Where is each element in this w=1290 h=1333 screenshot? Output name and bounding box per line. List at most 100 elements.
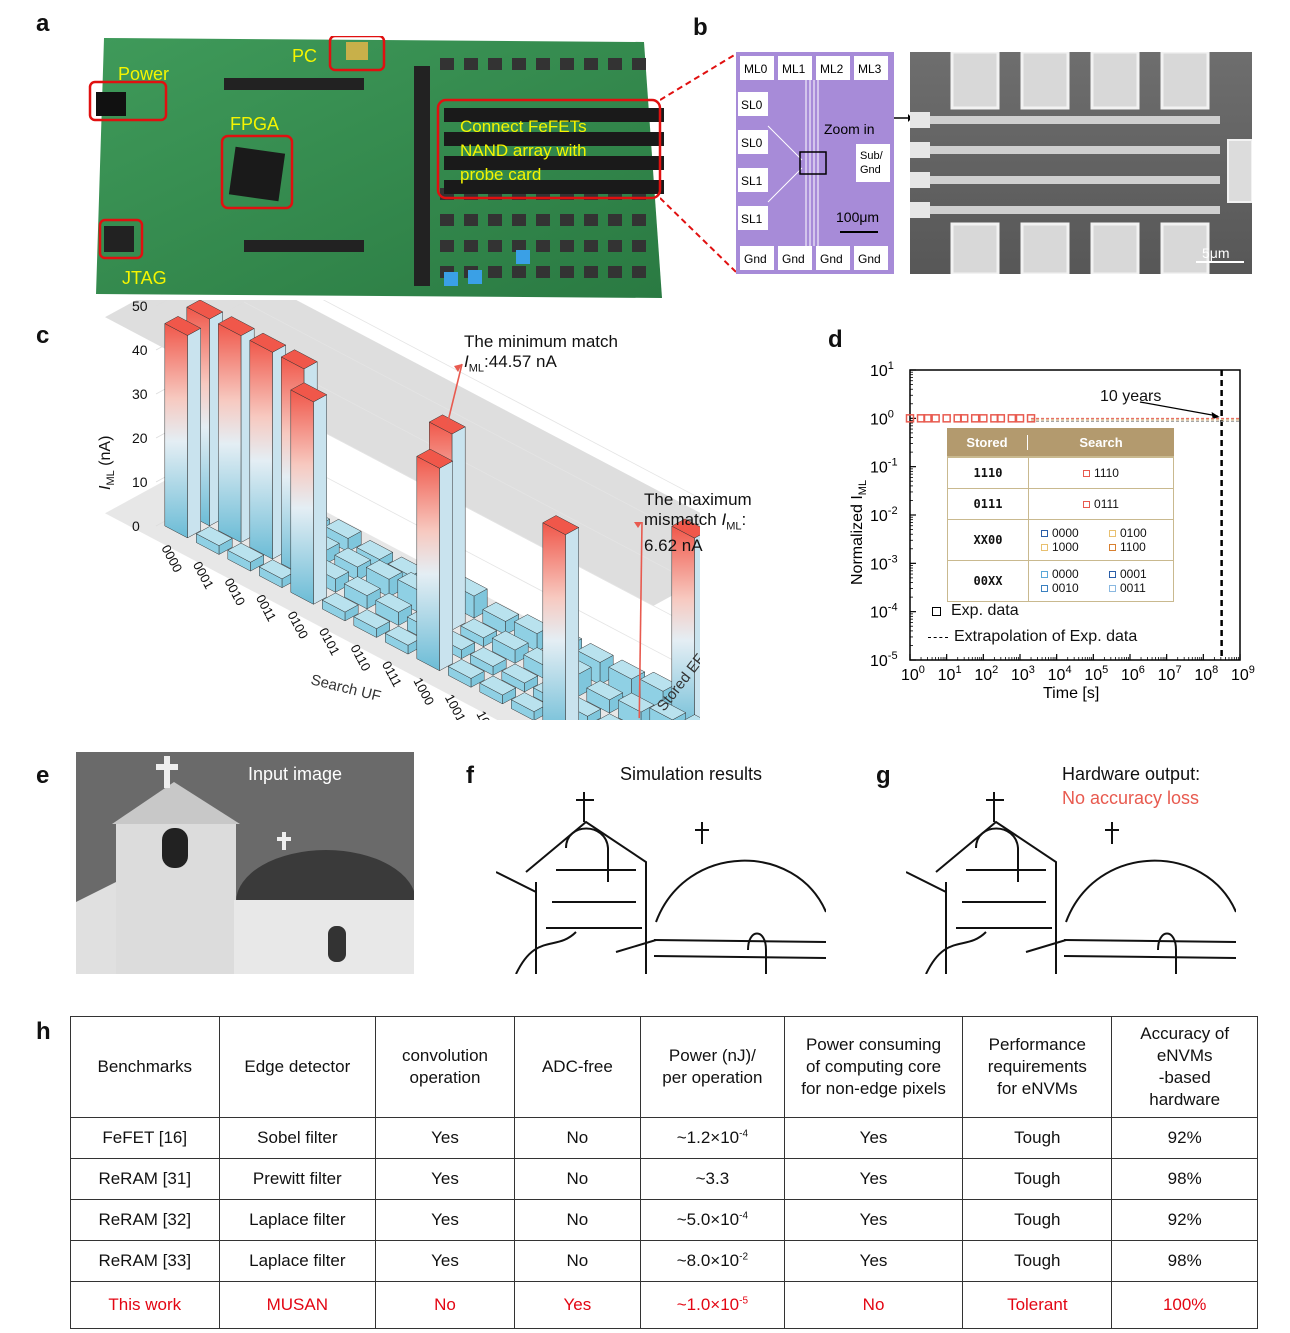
data-point	[970, 414, 980, 423]
bar-top	[586, 680, 624, 701]
table-cell-perf: Tough	[962, 1158, 1113, 1200]
x-tick-base: 10	[974, 667, 992, 684]
search-marker	[1041, 584, 1048, 592]
pad-label: ML0	[744, 62, 768, 76]
search-value: 1100	[1101, 540, 1169, 554]
annotation-arrowhead	[454, 364, 462, 372]
hardware-title: Hardware output:	[1062, 764, 1201, 784]
data-point	[942, 414, 951, 423]
simulation-image: Simulation results	[496, 752, 826, 974]
bar-top	[353, 609, 391, 629]
pad	[854, 246, 888, 270]
table-cell-adc: No	[513, 1158, 641, 1200]
y-tick-label: 10-5	[870, 650, 898, 670]
bar-top	[324, 519, 362, 539]
y-tick-base: 10	[870, 556, 888, 573]
table-cell-core: Yes	[783, 1240, 964, 1282]
trim-pot	[444, 272, 458, 286]
table-cell-edge: Laplace filter	[218, 1199, 377, 1241]
relay	[608, 214, 622, 226]
sem-gate-pad	[910, 172, 930, 188]
pad-label: Gnd	[858, 252, 881, 266]
sem-gate-line	[910, 146, 1220, 154]
bar-top	[542, 515, 580, 535]
x-tick-base: 10	[1011, 667, 1029, 684]
search-marker	[1041, 529, 1048, 537]
data-point	[905, 414, 915, 423]
bar-top	[290, 382, 328, 403]
y-tick-base: 10	[870, 363, 888, 380]
hardware-image: Hardware output: No accuracy loss	[906, 752, 1236, 974]
callout-box-jtag	[98, 218, 144, 260]
pad-label: SL1	[741, 174, 763, 188]
legend-marker-dashed	[928, 636, 948, 638]
bar-top	[280, 349, 318, 370]
bar-top	[608, 659, 646, 680]
x-tick-exp: 6	[1139, 664, 1145, 676]
relay	[536, 214, 550, 226]
relay	[632, 214, 646, 226]
x-tick-label: 103	[1011, 664, 1035, 684]
relay	[512, 58, 526, 70]
grid-line	[243, 345, 749, 612]
annotation-max-value: 6.62 nA	[644, 536, 703, 556]
table-cell-power: ~3.3	[639, 1158, 785, 1200]
panel-label-c: c	[36, 322, 50, 349]
annotation-min-line1: The minimum match	[464, 332, 618, 351]
annotation-max-colon: :	[741, 510, 747, 529]
ten-year-arrowhead	[1211, 412, 1220, 419]
x-tick-label: 107	[1158, 664, 1182, 684]
label-probe-2: NAND array with	[460, 141, 587, 160]
pad	[856, 144, 890, 182]
x-tick-base: 10	[1121, 667, 1139, 684]
y-axis-title-main: Normalized I	[849, 495, 866, 585]
table-cell-perf: Tough	[962, 1199, 1113, 1241]
table-cell-perf: Tough	[962, 1117, 1113, 1159]
search-value: 0111	[1083, 497, 1119, 511]
edge-stroke	[515, 931, 577, 974]
iml-symbol: I	[721, 510, 727, 529]
bar-top	[321, 592, 359, 613]
panel-label-g: g	[876, 762, 891, 789]
bar-top	[356, 540, 394, 560]
bar	[164, 323, 188, 539]
edge-stroke	[1157, 932, 1177, 974]
pad	[854, 56, 888, 80]
bar-top	[249, 332, 287, 353]
panel-label-f: f	[466, 762, 474, 789]
relay	[440, 240, 454, 252]
table-cell-adc: No	[513, 1240, 641, 1282]
search-marker	[1041, 543, 1048, 551]
relay	[464, 58, 478, 70]
legend-extrap: Extrapolation of Exp. data	[928, 628, 1137, 646]
pad-label: ML1	[782, 62, 806, 76]
table-cell-bench: This work	[70, 1281, 220, 1329]
x-tick-label: 100	[901, 664, 925, 684]
legend-extrap-text: Extrapolation of Exp. data	[954, 628, 1138, 645]
sem-electrode	[1160, 50, 1210, 110]
edge-stroke	[1025, 939, 1067, 953]
search-value: 1110	[1083, 466, 1119, 480]
callout-box-pc	[328, 34, 386, 72]
data-point	[1015, 414, 1025, 423]
relay	[440, 214, 454, 226]
edge-stroke	[986, 792, 1004, 822]
table-cell-edge: Prewitt filter	[218, 1158, 377, 1200]
sem-gate-pad	[910, 142, 930, 158]
callout-box-fpga	[220, 134, 294, 210]
edge-stroke	[576, 792, 594, 822]
data-point	[1026, 414, 1036, 423]
relay	[608, 266, 622, 278]
x-tick-base: 10	[1048, 667, 1066, 684]
relay	[560, 58, 574, 70]
pad	[778, 246, 812, 270]
x-tick-label: 109	[1231, 664, 1255, 684]
x-tick-exp: 7	[1175, 664, 1181, 676]
table-cell-power: ~5.0×10-4	[639, 1199, 785, 1241]
x-tick-base: 10	[901, 667, 919, 684]
